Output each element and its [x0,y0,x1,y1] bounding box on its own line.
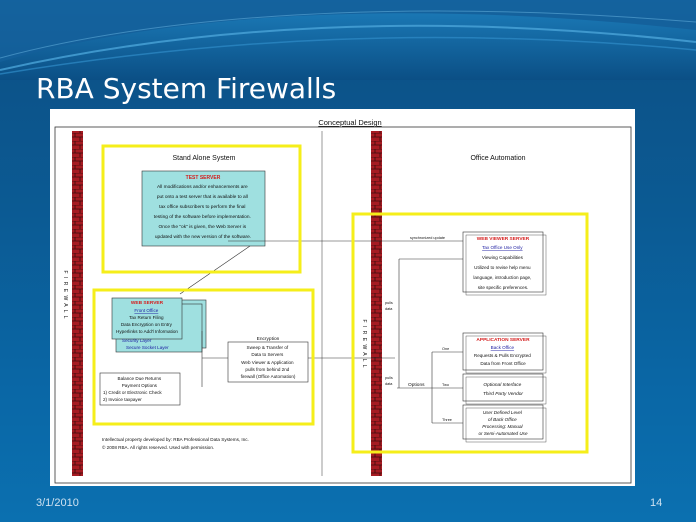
optional-interface-box [462,373,544,402]
header-wave-decoration [0,0,696,80]
highlight-web-server [92,288,315,426]
pulls-data-label-bottom: pulls data [385,376,394,386]
firewall-label-left: F I R E W A L L [62,271,68,320]
slide-title: RBA System Firewalls [36,72,337,105]
application-server-box [462,332,544,371]
application-server-text: Back Office Requests & Pulls Encrypted D… [474,345,532,366]
web-server-text: Front Office Tax Return Filing Data Encr… [116,308,178,334]
test-server-heading: TEST SERVER [186,175,221,181]
balance-due-text: Balance Due Returns Payment Options 1) C… [103,376,163,402]
user-defined-box [462,404,544,440]
web-server-heading: WEB SERVER [131,300,164,306]
security-layer-label: Security Layer [122,338,152,343]
firewall-right [371,131,382,476]
conceptual-design-diagram: Conceptual Design F I R E W A L L F I R … [50,109,635,486]
secure-socket-layer-label: Secure Socket Layer [126,345,169,350]
firewall-left [72,131,83,476]
test-server-text: All modifications and/or enhancements ar… [154,184,252,240]
diagram-canvas: Conceptual Design F I R E W A L L F I R … [54,118,632,484]
web-viewer-heading: WEB VIEWER SERVER [477,236,530,242]
firewall-label-right: F I R E W A L L [361,320,367,369]
diagram-title: Conceptual Design [318,118,381,127]
office-automation-label: Office Automation [470,155,525,162]
encryption-label: Encryption [257,336,280,342]
web-viewer-text: Tax Office Use Only Viewing Capabilities… [473,245,532,290]
pulls-data-label-top: pulls data [385,301,394,311]
encryption-text: Sweep & Transfer of Data to Servers Web … [241,345,296,379]
application-server-heading: APPLICATION SERVER [476,337,530,343]
user-defined-text: User Defined Level of Back Office Proces… [478,410,527,436]
web-server-box [111,297,183,340]
highlight-stand-alone [101,144,302,274]
options-label: Options [408,382,425,388]
web-viewer-server-box [462,231,544,293]
page-number: 14 [650,497,663,509]
encryption-box [227,341,309,383]
footer-date: 3/1/2010 [36,497,79,509]
stand-alone-label: Stand Alone System [172,155,235,162]
copyright-text: Intellectual property developed by: RBA … [102,437,250,450]
balance-due-box [99,372,181,406]
test-server-box [141,170,266,247]
option-three-label: Three [442,418,452,422]
optional-interface-text: Optional Interface Third Party Vendor [483,382,523,397]
sync-update-label: synchronized update [410,236,445,240]
option-two-label: Two [442,383,449,387]
highlight-office-automation [351,212,589,454]
diagram-border [54,126,632,484]
option-one-label: One [442,347,449,351]
